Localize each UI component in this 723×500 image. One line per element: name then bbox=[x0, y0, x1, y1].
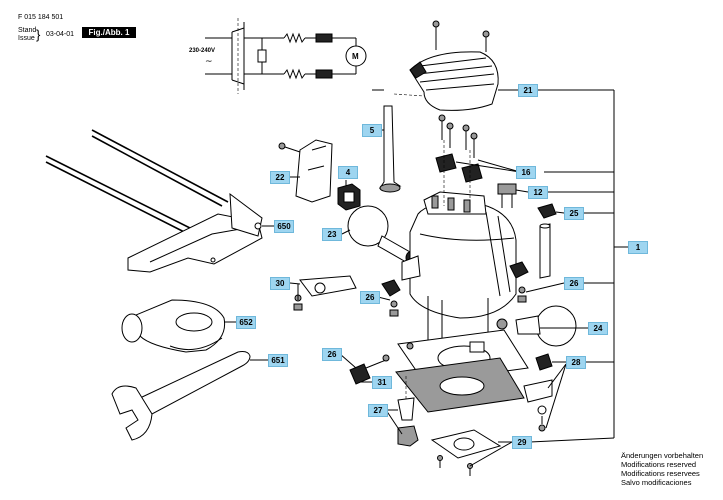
callout-26-lower: 26 bbox=[322, 348, 342, 361]
callout-23: 23 bbox=[322, 228, 342, 241]
template-guide bbox=[430, 429, 502, 476]
schematic-voltage: 230-240V bbox=[189, 48, 215, 54]
dust-adapter bbox=[121, 299, 226, 353]
callout-27: 27 bbox=[368, 404, 388, 417]
callout-30: 30 bbox=[270, 277, 290, 290]
callout-31: 31 bbox=[372, 376, 392, 389]
motor-cap bbox=[393, 20, 499, 111]
part-number: F 015 184 501 bbox=[18, 14, 64, 21]
clamp-lever-lower bbox=[349, 354, 390, 385]
note-spanish: Salvo modificaciones bbox=[621, 478, 692, 487]
parallel-guide bbox=[45, 129, 263, 273]
callout-652: 652 bbox=[236, 316, 256, 329]
clamp-lever-middle bbox=[381, 279, 401, 317]
motor-housing bbox=[401, 191, 517, 344]
callout-26-right: 26 bbox=[564, 277, 584, 290]
depth-knob bbox=[347, 205, 415, 265]
callout-29: 29 bbox=[512, 436, 532, 449]
collet bbox=[397, 376, 419, 447]
callout-1: 1 bbox=[628, 241, 648, 254]
brush-parts bbox=[435, 114, 517, 208]
wrench bbox=[111, 351, 251, 441]
modification-notes: Änderungen vorbehalten Modifications res… bbox=[621, 451, 703, 487]
cable-sleeve bbox=[378, 105, 402, 193]
callout-28: 28 bbox=[566, 356, 586, 369]
brace-glyph: } bbox=[36, 27, 41, 42]
motor-symbol-label: M bbox=[352, 52, 359, 61]
lock-lever bbox=[293, 275, 357, 311]
clamp-lever-right bbox=[509, 261, 529, 303]
ac-symbol: ~ bbox=[205, 57, 213, 67]
callout-12: 12 bbox=[528, 186, 548, 199]
callout-651: 651 bbox=[268, 354, 288, 367]
callout-4: 4 bbox=[338, 166, 358, 179]
callout-650: 650 bbox=[274, 220, 294, 233]
callout-22: 22 bbox=[270, 171, 290, 184]
callout-25: 25 bbox=[564, 207, 584, 220]
switch-cover bbox=[278, 139, 333, 203]
callout-16: 16 bbox=[516, 166, 536, 179]
note-german: Änderungen vorbehalten bbox=[621, 451, 704, 460]
callout-24: 24 bbox=[588, 322, 608, 335]
router-base bbox=[395, 329, 529, 413]
stand-label: Stand bbox=[18, 27, 37, 34]
wiring-schematic bbox=[205, 18, 367, 94]
callout-21: 21 bbox=[518, 84, 538, 97]
note-french: Modifications reservees bbox=[621, 469, 700, 478]
guide-bar bbox=[537, 203, 557, 279]
depth-stop-parts bbox=[523, 353, 553, 432]
figure-label: Fig./Abb. 1 bbox=[82, 27, 136, 38]
issue-label: Issue bbox=[18, 35, 35, 42]
issue-date: 03-04-01 bbox=[46, 31, 75, 38]
side-knob bbox=[496, 305, 577, 347]
switch bbox=[337, 183, 361, 211]
callout-5: 5 bbox=[362, 124, 382, 137]
note-english: Modifications reserved bbox=[621, 460, 697, 469]
callout-26-middle: 26 bbox=[360, 291, 380, 304]
